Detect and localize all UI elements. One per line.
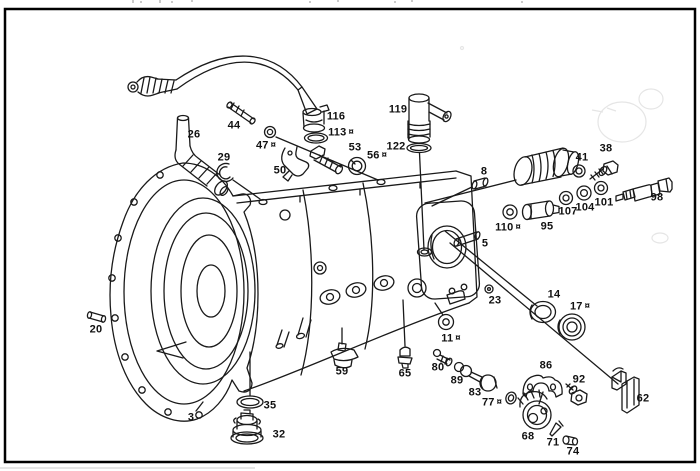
part-56-ring: [347, 156, 367, 176]
part-95-cylinder: [521, 200, 560, 221]
part-113-seal-ring: [303, 132, 329, 144]
part-17-bearing: [557, 313, 586, 341]
part-101-washer: [593, 180, 609, 196]
cropped-print-marks: [132, 0, 523, 3]
part-41-washer: [572, 164, 586, 178]
rear-bearing-bore: [427, 225, 467, 269]
part-53-fitting: [309, 145, 344, 175]
label-3-leader: [195, 401, 204, 412]
part-35-seal: [236, 351, 264, 409]
pointer-mark: [156, 341, 187, 359]
part-65-plug: [397, 299, 413, 369]
speedometer-cable: [127, 55, 330, 133]
part-44-stud: [226, 101, 256, 125]
part-74-sleeve: [562, 435, 579, 446]
part-83-plunger: [468, 371, 498, 392]
part-98-speedometer-pinion: [615, 177, 673, 202]
part-110-seal-ring: [502, 204, 518, 220]
part-20-pin: [86, 311, 107, 323]
part-116-connector: [302, 123, 326, 133]
flange-bolt-holes: [108, 171, 203, 419]
part-59-switch: [330, 327, 359, 369]
page-bleedthrough-ghosts: [459, 45, 669, 244]
part-62-interlock-block: [611, 367, 640, 414]
leader-lines: [444, 230, 619, 385]
part-71-pin: [549, 420, 564, 437]
drain-plug-boss: [313, 261, 327, 275]
part-80-detent-plug: [432, 348, 453, 367]
part-107-washer: [558, 190, 574, 206]
part-29-snap-ring: [216, 162, 261, 200]
part-32-mount: [230, 409, 264, 445]
part-104-washer: [576, 185, 592, 201]
part-89-spring-cup: [453, 361, 473, 378]
part-92-bolt: [565, 383, 588, 406]
part-68-detent-body: [517, 389, 552, 430]
part-11-ring: [434, 302, 455, 331]
part-122-o-ring: [406, 142, 432, 251]
part-50-lever: [281, 146, 310, 182]
part-23-ball: [484, 284, 494, 294]
part-77-o-ring: [505, 391, 517, 405]
figure-border: [3, 7, 697, 464]
part-14-seal: [529, 300, 557, 324]
part-5-pin: [453, 231, 481, 247]
part-38-bolt: [589, 160, 619, 181]
gear-case: [232, 170, 481, 392]
switch-cylinder: [424, 147, 580, 204]
part-3-bell-housing: [108, 162, 259, 422]
